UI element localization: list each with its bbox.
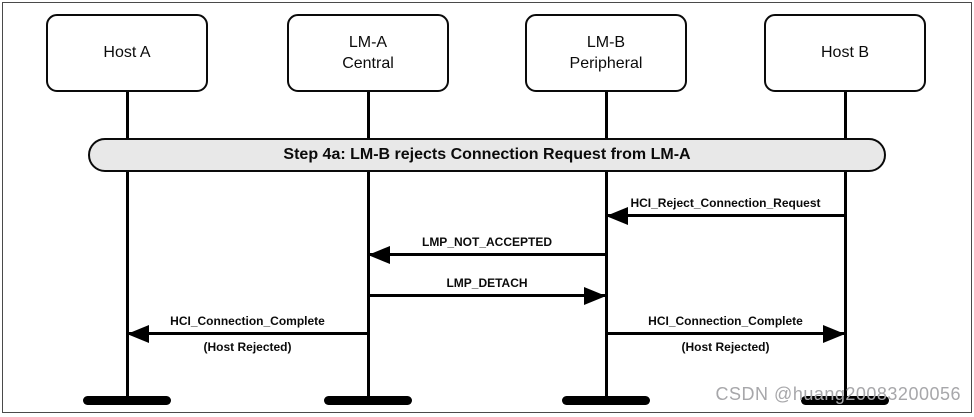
lifeline-lm-b — [604, 90, 608, 400]
step-banner: Step 4a: LM-B rejects Connection Request… — [88, 138, 886, 172]
actor-box-lm-a-central: LM-A Central — [287, 14, 449, 92]
message-lmp-not-accepted: LMP_NOT_ACCEPTED — [368, 233, 606, 279]
arrowhead-left-icon — [368, 245, 390, 264]
actor-label: LM-B — [586, 33, 626, 51]
step-banner-label: Step 4a: LM-B rejects Connection Request… — [283, 146, 691, 163]
actor-label: LM-A — [348, 33, 388, 51]
csdn-watermark: CSDN @huang20083200056 — [715, 384, 961, 404]
lifeline-host-b — [843, 90, 847, 400]
message-hci-connection-complete-b: HCI_Connection_Complete (Host Rejected) — [606, 312, 845, 358]
arrowhead-left-icon — [606, 206, 628, 225]
actor-box-lm-b-peripheral: LM-B Peripheral — [525, 14, 687, 92]
message-line — [606, 214, 845, 217]
lifeline-terminator-lm-b — [562, 396, 650, 405]
message-line — [368, 253, 606, 256]
message-line — [606, 332, 845, 335]
actor-box-host-b: Host B — [764, 14, 926, 92]
arrowhead-right-icon — [584, 286, 606, 305]
lifeline-lm-a — [366, 90, 370, 400]
arrowhead-left-icon — [127, 324, 149, 343]
actor-label-line2: Central — [342, 55, 394, 72]
actor-label: Host B — [820, 44, 869, 62]
message-sublabel: (Host Rejected) — [681, 340, 770, 354]
arrowhead-right-icon — [823, 324, 845, 343]
message-label: HCI_Connection_Complete — [170, 314, 325, 328]
lifeline-terminator-host-a — [83, 396, 171, 405]
message-sublabel: (Host Rejected) — [203, 340, 292, 354]
message-hci-connection-complete-a: HCI_Connection_Complete (Host Rejected) — [127, 312, 368, 358]
actor-label-line2: Peripheral — [569, 55, 643, 72]
lifeline-terminator-host-b — [801, 396, 889, 405]
message-label: HCI_Reject_Connection_Request — [630, 196, 821, 210]
message-line — [127, 332, 368, 335]
actor-box-host-a: Host A — [46, 14, 208, 92]
message-label: HCI_Connection_Complete — [648, 314, 803, 328]
lifeline-terminator-lm-a — [324, 396, 412, 405]
message-hci-reject-connection-request: HCI_Reject_Connection_Request — [606, 194, 845, 240]
message-label: LMP_DETACH — [446, 276, 528, 290]
message-label: LMP_NOT_ACCEPTED — [421, 235, 552, 249]
lifeline-host-a — [125, 90, 129, 400]
message-line — [368, 294, 606, 297]
message-lmp-detach: LMP_DETACH — [368, 274, 606, 320]
actor-label: Host A — [103, 44, 151, 62]
